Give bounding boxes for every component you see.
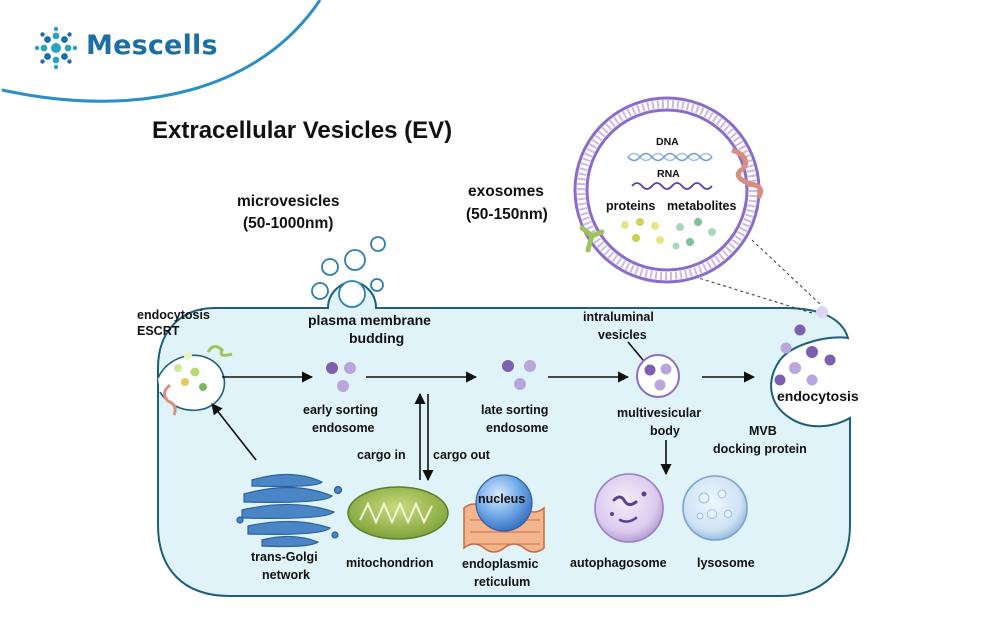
exosomes-label: exosomes (468, 183, 544, 200)
proteins-label: proteins (606, 199, 656, 213)
exosome-zoom (573, 96, 764, 284)
golgi-icon (236, 473, 343, 548)
mvb-label-2: body (650, 424, 680, 438)
microvesicles-size: (50-1000nm) (243, 215, 334, 232)
header-swoosh (0, 0, 330, 109)
er-label-2: reticulum (474, 575, 531, 589)
page-title: Extracellular Vesicles (EV) (152, 117, 453, 144)
autophagosome-label: autophagosome (570, 556, 667, 570)
endocytosis-escrt-label-1: endocytosis (137, 308, 210, 322)
cargo-out-label: cargo out (433, 448, 490, 462)
brand-name: Mescells (86, 30, 218, 61)
late-sorting-endosome (502, 360, 536, 390)
docking-label-1: MVB (749, 424, 777, 438)
header-swoosh-line (1, 0, 322, 103)
early-sorting-label-1: early sorting (303, 403, 379, 417)
rna-label: RNA (657, 168, 680, 180)
cargo-in-label: cargo in (357, 448, 406, 462)
intraluminal-label-1: intraluminal (583, 310, 654, 324)
early-sorting-label-2: endosome (312, 421, 375, 435)
pathway-arrows (211, 341, 756, 482)
microvesicles-label: microvesicles (237, 193, 340, 210)
endocytosis-escrt-label-2: ESCRT (137, 324, 180, 338)
cell-membrane (157, 280, 851, 597)
mvb-label-1: multivesicular (617, 406, 702, 420)
plasma-membrane-label-1: plasma membrane (308, 312, 431, 328)
lysosome-label: lysosome (697, 556, 755, 570)
multivesicular-body (636, 354, 680, 398)
exosomes-size: (50-150nm) (466, 206, 548, 223)
lysosome-icon (682, 475, 748, 541)
left-uptake-vesicle (163, 345, 233, 416)
late-sorting-label-1: late sorting (481, 403, 549, 417)
plasma-membrane-label-2: budding (349, 330, 405, 346)
brand-logo-icon (34, 26, 78, 70)
metabolites-label: metabolites (667, 199, 737, 213)
intraluminal-label-2: vesicles (598, 328, 647, 342)
nucleus-icon (475, 474, 533, 532)
mitochondrion-icon (347, 486, 449, 540)
late-sorting-label-2: endosome (486, 421, 549, 435)
early-sorting-endosome (326, 362, 356, 392)
golgi-label-1: trans-Golgi (251, 550, 318, 564)
released-exosomes (774, 306, 836, 386)
autophagosome-icon (594, 473, 664, 543)
nucleus-label: nucleus (478, 492, 526, 506)
golgi-label-2: network (262, 568, 310, 582)
docking-label-2: docking protein (713, 442, 807, 456)
er-label-1: endoplasmic (462, 557, 539, 571)
microvesicles (311, 236, 386, 308)
zoom-connectors (659, 239, 823, 315)
dna-label: DNA (656, 136, 679, 148)
mitochondrion-label: mitochondrion (346, 556, 434, 570)
endocytosis-label: endocytosis (777, 388, 859, 404)
